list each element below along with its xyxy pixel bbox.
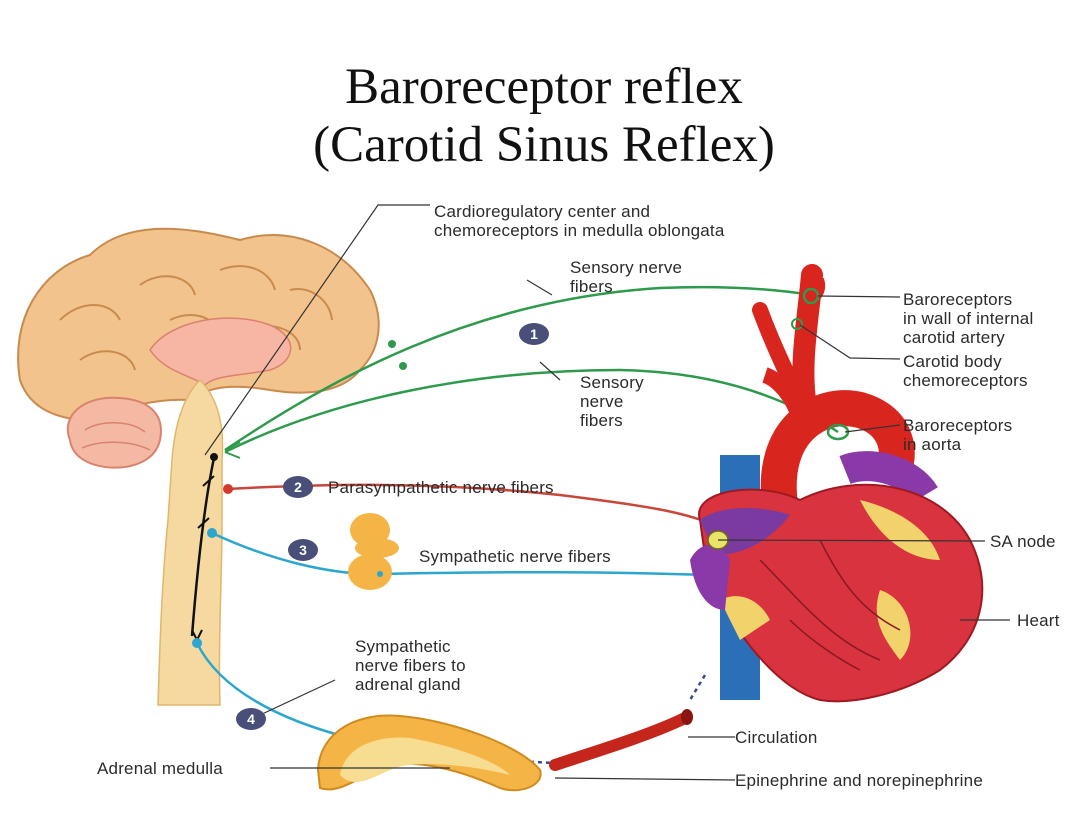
sympathetic-ganglion <box>348 513 399 590</box>
label-carotid-body: Carotid body chemoreceptors <box>903 352 1028 390</box>
step-badge-1: 1 <box>519 323 549 345</box>
blood-vessel <box>555 718 685 765</box>
label-parasympathetic: Parasympathetic nerve fibers <box>328 478 554 497</box>
adrenal-gland <box>318 715 541 790</box>
label-cardioregulatory-center: Cardioregulatory center and chemorecepto… <box>434 202 725 240</box>
label-sensory-fibers-upper: Sensory nerve fibers <box>570 258 682 296</box>
label-heart: Heart <box>1017 611 1060 630</box>
title-line-2: (Carotid Sinus Reflex) <box>0 116 1088 174</box>
label-epinephrine: Epinephrine and norepinephrine <box>735 771 983 790</box>
title-line-1: Baroreceptor reflex <box>0 58 1088 116</box>
step-badge-3: 3 <box>288 539 318 561</box>
label-sensory-fibers-lower: Sensory nerve fibers <box>580 373 644 430</box>
step-badge-4: 4 <box>236 708 266 730</box>
step-badge-2: 2 <box>283 476 313 498</box>
title-block: Baroreceptor reflex (Carotid Sinus Refle… <box>0 58 1088 174</box>
spinal-cord <box>158 380 223 705</box>
label-circulation: Circulation <box>735 728 818 747</box>
label-baroreceptors-carotid: Baroreceptors in wall of internal caroti… <box>903 290 1033 347</box>
label-sympathetic: Sympathetic nerve fibers <box>419 547 611 566</box>
label-adrenal-medulla: Adrenal medulla <box>97 759 223 778</box>
label-sympathetic-adrenal: Sympathetic nerve fibers to adrenal glan… <box>355 637 466 694</box>
label-baroreceptors-aorta: Baroreceptors in aorta <box>903 416 1012 454</box>
label-sa-node: SA node <box>990 532 1056 551</box>
